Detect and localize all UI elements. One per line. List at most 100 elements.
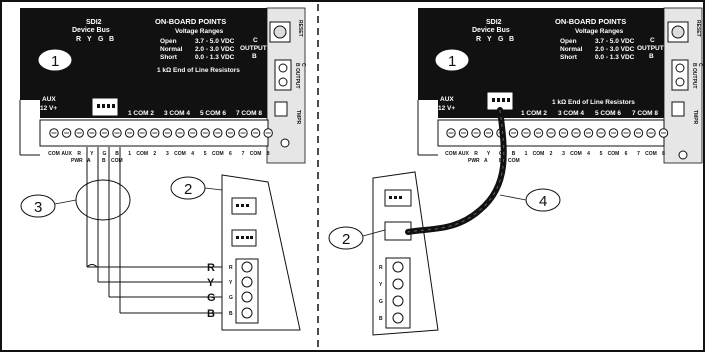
- left-c-output: OUTPUT: [240, 45, 267, 52]
- right-bus-letter: G: [498, 36, 504, 43]
- callout-2-right-leader: [362, 229, 386, 237]
- callout-4-leader: [499, 194, 527, 201]
- terminal-label: 6: [229, 151, 232, 157]
- left-aux-label: 12 V+: [40, 105, 57, 112]
- left-voltage-range: 0.0 - 1.3 VDC: [195, 54, 235, 61]
- right-module-label: G: [379, 299, 383, 305]
- callout-2-right: [328, 226, 364, 250]
- left-point-group: 5 COM 6: [200, 110, 226, 117]
- right-tamper-switch: [671, 101, 685, 117]
- right-point-label-bar: [518, 106, 664, 118]
- left-terminal-sublabel: COM: [111, 158, 123, 164]
- connector-pin: [102, 104, 105, 108]
- left-terminal-sublabel: PWR: [71, 158, 83, 164]
- terminal-label: 8: [662, 151, 665, 157]
- right-bus-letter: B: [509, 36, 514, 43]
- terminal-label: 7: [637, 151, 640, 157]
- terminal-label: COM: [570, 151, 582, 157]
- right-bus-letter: Y: [487, 36, 492, 43]
- left-eol-text: 1 kΩ End of Line Resistors: [157, 67, 240, 74]
- left-module-label: B: [229, 311, 233, 317]
- connector-pin: [241, 204, 244, 207]
- right-side-screw: [675, 63, 685, 73]
- left-bus-letter: G: [98, 36, 104, 43]
- terminal-label: 4: [191, 151, 194, 157]
- terminal-label: Y: [90, 151, 94, 157]
- terminal-label: 7: [242, 151, 245, 157]
- right-eol-text: 1 kΩ End of Line Resistors: [552, 99, 635, 106]
- callout-1-left-text: 1: [51, 53, 59, 70]
- right-module-screw: [392, 312, 404, 324]
- left-module-screw: [241, 261, 253, 273]
- callout-2-right-text: 2: [342, 231, 350, 248]
- wire-label-b: B: [207, 308, 215, 320]
- right-reset-knob: [671, 25, 685, 39]
- right-aux-label: AUX: [440, 96, 454, 103]
- connector-pin: [112, 104, 115, 108]
- connector-pin: [250, 236, 253, 239]
- connector-pin: [236, 236, 239, 239]
- left-voltage-range: 2.0 - 3.0 VDC: [195, 46, 235, 53]
- terminal-label: 2: [153, 151, 156, 157]
- terminal-label: 1: [128, 151, 131, 157]
- left-mount-hole: [280, 138, 290, 148]
- callout-2-left-leader: [204, 187, 223, 191]
- right-module-label: B: [379, 316, 383, 322]
- left-module-screw: [241, 276, 253, 288]
- right-onboard-title: ON-BOARD POINTS: [555, 17, 626, 26]
- left-side-c-label: C: [300, 63, 306, 67]
- left-terminal-sublabel: B: [102, 158, 106, 164]
- callout-3: [20, 194, 56, 218]
- left-voltage-state: Short: [160, 54, 178, 61]
- left-voltage-title: Voltage Ranges: [175, 28, 224, 35]
- right-voltage-state: Normal: [560, 46, 583, 53]
- left-board-body: [20, 8, 305, 118]
- right-point-group: 1 COM 2: [521, 110, 547, 117]
- right-c-output: B: [649, 53, 654, 60]
- right-terminal-sublabel: PWR: [468, 158, 480, 164]
- callout-3-leader: [54, 199, 77, 205]
- connector-pin: [236, 204, 239, 207]
- left-module-terminal-block: [235, 258, 259, 324]
- connector-pin: [507, 98, 510, 102]
- terminal-label: 5: [600, 151, 603, 157]
- terminal-label: AUX: [61, 151, 72, 157]
- right-voltage-state: Open: [560, 38, 577, 45]
- left-aux-label: AUX: [42, 96, 56, 103]
- terminal-label: COM: [445, 151, 457, 157]
- right-point-group: 5 COM 6: [595, 110, 621, 117]
- left-module-screw: [241, 291, 253, 303]
- terminal-label: 8: [267, 151, 270, 157]
- terminal-label: R: [474, 151, 478, 157]
- connector-pin: [97, 104, 100, 108]
- left-side-screw: [278, 63, 288, 73]
- terminal-label: COM: [608, 151, 620, 157]
- right-voltage-range: 3.7 - 5.0 VDC: [595, 38, 635, 45]
- right-terminal-sublabel: COM: [508, 158, 520, 164]
- left-point-group: 7 COM 8: [236, 110, 262, 117]
- wire-group-oval: [75, 179, 131, 221]
- callout-1-left: [37, 48, 73, 72]
- left-side-screw: [278, 77, 288, 87]
- callout-1-right-text: 1: [448, 53, 456, 70]
- left-bus-letter: B: [109, 36, 114, 43]
- connector-pin: [502, 98, 505, 102]
- left-c-output: C: [253, 37, 258, 44]
- right-voltage-title: Voltage Ranges: [575, 28, 624, 35]
- left-voltage-state: Open: [160, 38, 177, 45]
- terminal-label: 3: [166, 151, 169, 157]
- right-control-panel: RESET B OUTPUT C TMPR SDI2 Device Bus R …: [328, 7, 703, 336]
- left-reset-knob: [273, 25, 287, 39]
- right-side-c-label: C: [697, 63, 703, 67]
- terminal-label: 3: [562, 151, 565, 157]
- left-module-label: G: [229, 295, 233, 301]
- right-module-screw: [392, 295, 404, 307]
- right-module-label: R: [379, 265, 383, 271]
- right-board-body: [418, 8, 702, 118]
- callout-1-right-leader: [457, 69, 469, 99]
- callout-2-left-text: 2: [184, 181, 192, 198]
- right-module-screw: [392, 261, 404, 273]
